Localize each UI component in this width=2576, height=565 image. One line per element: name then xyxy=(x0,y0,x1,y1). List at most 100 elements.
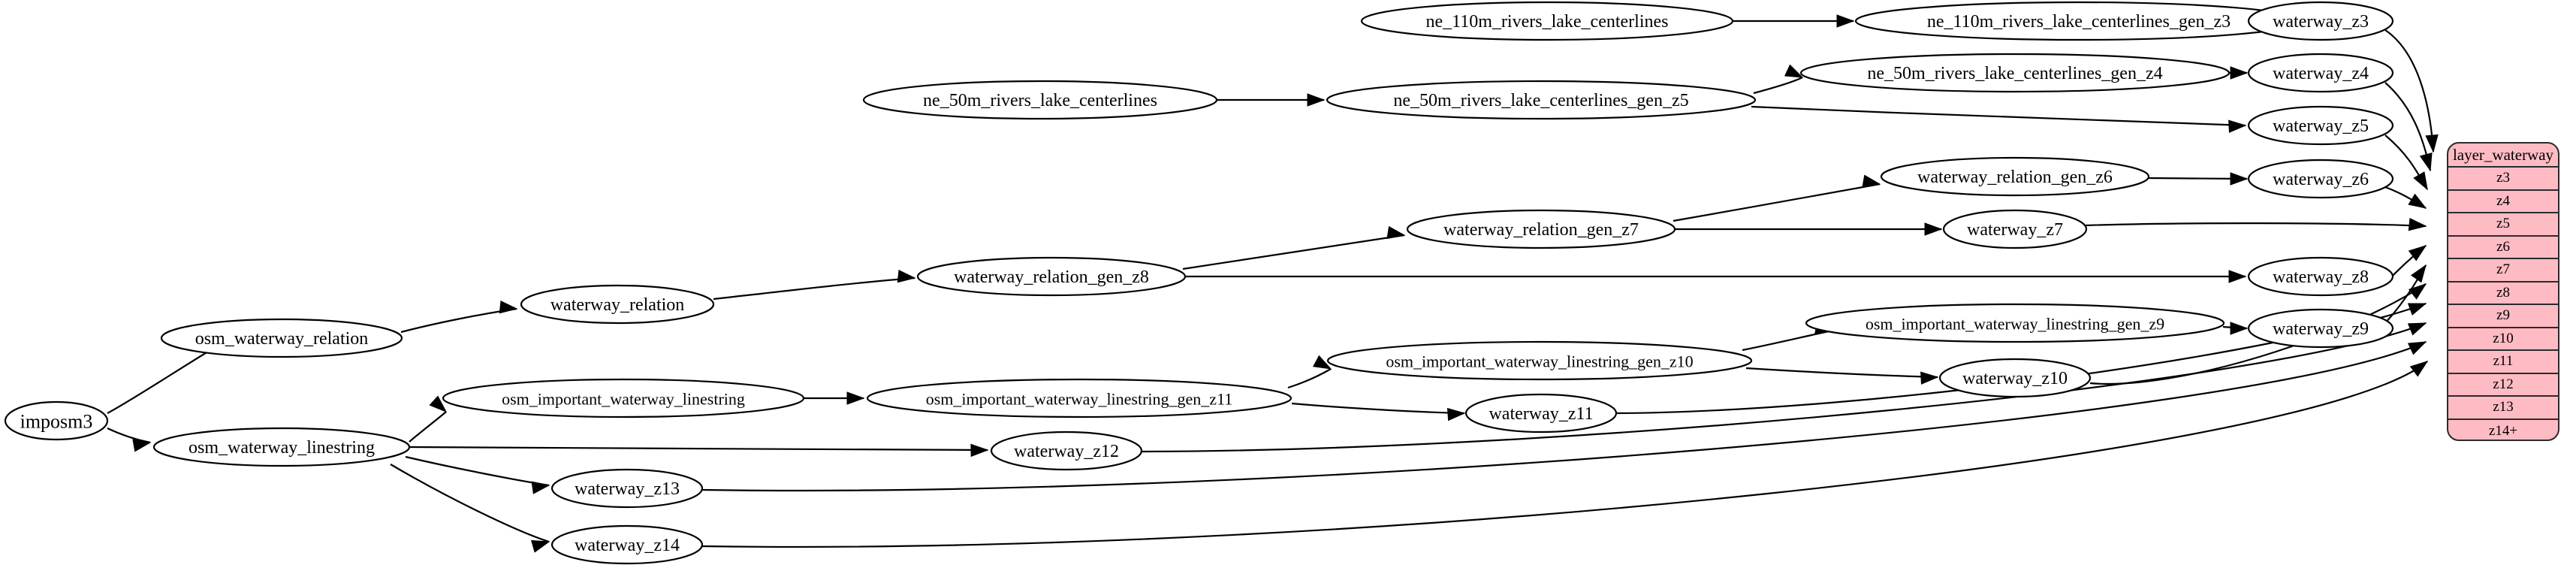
node-waterway_relation_gen_z6[interactable]: waterway_relation_gen_z6 xyxy=(1880,156,2150,197)
arrow-head xyxy=(897,269,916,283)
edge-waterway_z14-to-layer_z14 xyxy=(701,361,2428,548)
node-ellipse xyxy=(152,427,411,467)
node-waterway_z10[interactable]: waterway_z10 xyxy=(1938,358,2092,398)
node-osm_waterway_linestring[interactable]: osm_waterway_linestring xyxy=(152,427,411,467)
node-osm_waterway_relation[interactable]: osm_waterway_relation xyxy=(160,318,403,358)
layer-waterway-row-z5[interactable]: z5 xyxy=(2448,213,2558,237)
node-ne_50m_rivers_lake_centerlines_gen_z5[interactable]: ne_50m_rivers_lake_centerlines_gen_z5 xyxy=(1326,80,1757,120)
node-label: osm_important_waterway_linestring xyxy=(502,390,745,409)
node-ellipse xyxy=(2247,1,2394,41)
arrow-head xyxy=(2410,264,2427,283)
node-label: waterway_z12 xyxy=(1014,442,1119,461)
layer-waterway-row-z8[interactable]: z8 xyxy=(2448,282,2558,305)
arrow-head xyxy=(2228,270,2247,283)
node-waterway_z3[interactable]: waterway_z3 xyxy=(2247,1,2394,41)
layer-waterway-row-z14plus[interactable]: z14+ xyxy=(2448,420,2558,440)
node-ellipse xyxy=(4,400,109,441)
arrow-head xyxy=(2407,322,2427,336)
arrow-head xyxy=(1836,14,1855,28)
node-ellipse xyxy=(520,284,715,325)
node-waterway_z11[interactable]: waterway_z11 xyxy=(1464,393,1618,434)
node-imposm3[interactable]: imposm3 xyxy=(4,400,109,441)
node-label: ne_110m_rivers_lake_centerlines xyxy=(1426,12,1669,32)
node-label: osm_important_waterway_linestring_gen_z9 xyxy=(1866,315,2164,334)
node-ne_50m_rivers_lake_centerlines[interactable]: ne_50m_rivers_lake_centerlines xyxy=(862,80,1218,120)
node-waterway_relation[interactable]: waterway_relation xyxy=(520,284,715,325)
node-label: waterway_relation_gen_z8 xyxy=(954,267,1149,287)
node-ne_50m_rivers_lake_centerlines_gen_z4[interactable]: ne_50m_rivers_lake_centerlines_gen_z4 xyxy=(1799,53,2231,93)
layer-waterway-row-z13[interactable]: z13 xyxy=(2448,397,2558,420)
node-ellipse xyxy=(866,378,1293,418)
node-ellipse xyxy=(2247,256,2394,297)
node-osm_important_waterway_linestring_gen_z11[interactable]: osm_important_waterway_linestring_gen_z1… xyxy=(866,378,1293,418)
node-waterway_z8[interactable]: waterway_z8 xyxy=(2247,256,2394,297)
edge-osm_important_waterway_linestring_gen_z10-to-osm_important_waterway_linestring_gen_z9 xyxy=(1742,329,1833,352)
node-label: ne_110m_rivers_lake_centerlines_gen_z3 xyxy=(1927,12,2231,32)
node-label: ne_50m_rivers_lake_centerlines xyxy=(923,91,1157,110)
node-osm_important_waterway_linestring_gen_z10[interactable]: osm_important_waterway_linestring_gen_z1… xyxy=(1326,340,1753,381)
arrow-head xyxy=(2230,172,2249,186)
layer-waterway-row-z11[interactable]: z11 xyxy=(2448,351,2558,374)
layer-waterway-row-label: z5 xyxy=(2496,216,2510,232)
layer-waterway-row-z9[interactable]: z9 xyxy=(2448,305,2558,328)
node-ne_110m_rivers_lake_centerlines_gen_z3[interactable]: ne_110m_rivers_lake_centerlines_gen_z3 xyxy=(1854,1,2303,41)
node-waterway_z13[interactable]: waterway_z13 xyxy=(550,468,704,509)
node-label: waterway_z10 xyxy=(1962,369,2068,388)
node-ellipse xyxy=(1805,303,2225,343)
arrow-head xyxy=(2408,193,2427,209)
layer-waterway-row-z6[interactable]: z6 xyxy=(2448,237,2558,259)
node-ellipse xyxy=(2247,159,2394,199)
node-waterway_z6[interactable]: waterway_z6 xyxy=(2247,159,2394,199)
layer-waterway-row-z7[interactable]: z7 xyxy=(2448,259,2558,282)
node-ne_110m_rivers_lake_centerlines[interactable]: ne_110m_rivers_lake_centerlines xyxy=(1360,1,1734,41)
arrow-head xyxy=(1446,407,1466,421)
node-label: ne_50m_rivers_lake_centerlines_gen_z5 xyxy=(1393,91,1688,110)
layer-waterway-row-z10[interactable]: z10 xyxy=(2448,328,2558,351)
edge-waterway_relation_gen_z7-to-waterway_relation_gen_z6 xyxy=(1673,183,1881,222)
node-waterway_relation_gen_z7[interactable]: waterway_relation_gen_z7 xyxy=(1406,209,1676,249)
edge-imposm3-to-osm_waterway_relation xyxy=(107,349,213,414)
edge-ne_50m_rivers_lake_centerlines_gen_z5-to-ne_50m_rivers_lake_centerlines_gen_z4 xyxy=(1753,77,1803,95)
edge-waterway_z3-to-layer_z3 xyxy=(2384,29,2435,153)
arrow-head xyxy=(2230,322,2249,335)
arrow-head xyxy=(1386,225,1406,240)
node-osm_important_waterway_linestring_gen_z9[interactable]: osm_important_waterway_linestring_gen_z9 xyxy=(1805,303,2225,343)
layer-waterway-row-label: z7 xyxy=(2496,261,2510,278)
node-waterway_z7[interactable]: waterway_z7 xyxy=(1942,209,2088,249)
node-waterway_z9[interactable]: waterway_z9 xyxy=(2247,308,2394,349)
arrow-head xyxy=(2407,341,2427,355)
node-ellipse xyxy=(862,80,1218,120)
node-waterway_z4[interactable]: waterway_z4 xyxy=(2247,53,2394,93)
node-waterway_z12[interactable]: waterway_z12 xyxy=(990,431,1143,471)
layer-waterway-row-z3[interactable]: z3 xyxy=(2448,168,2558,191)
edge-osm_waterway_linestring-to-waterway_z14 xyxy=(390,464,550,543)
node-label: waterway_z4 xyxy=(2273,64,2369,83)
layer-waterway-row-label: z3 xyxy=(2496,170,2510,186)
edge-waterway_relation_gen_z8-to-waterway_relation_gen_z7 xyxy=(1182,234,1405,270)
node-label: imposm3 xyxy=(20,411,93,433)
node-ellipse xyxy=(1938,358,2092,398)
node-osm_important_waterway_linestring[interactable]: osm_important_waterway_linestring xyxy=(442,378,805,418)
node-label: waterway_z6 xyxy=(2273,170,2369,189)
node-label: osm_important_waterway_linestring_gen_z1… xyxy=(1386,352,1693,371)
node-ellipse xyxy=(916,256,1187,297)
layer-waterway-row-z4[interactable]: z4 xyxy=(2448,191,2558,213)
edge-waterway_z12-to-layer_z12 xyxy=(1141,322,2427,453)
arrow-head xyxy=(531,481,550,494)
node-ellipse xyxy=(2247,105,2394,146)
node-waterway_z5[interactable]: waterway_z5 xyxy=(2247,105,2394,146)
node-ellipse xyxy=(1880,156,2150,197)
arrow-head xyxy=(2407,303,2427,316)
node-ellipse xyxy=(1360,1,1734,41)
node-label: waterway_z7 xyxy=(1967,220,2063,240)
node-ellipse xyxy=(550,468,704,509)
node-waterway_z14[interactable]: waterway_z14 xyxy=(550,524,704,565)
edge-ne_50m_rivers_lake_centerlines_gen_z5-to-waterway_z5 xyxy=(1751,105,2246,127)
edge-waterway_z13-to-layer_z13 xyxy=(701,340,2427,492)
node-waterway_relation_gen_z8[interactable]: waterway_relation_gen_z8 xyxy=(916,256,1187,297)
layer-waterway-table-title: layer_waterway xyxy=(2448,144,2558,168)
arrow-head xyxy=(2413,171,2428,191)
layer-waterway-row-z12[interactable]: z12 xyxy=(2448,374,2558,397)
